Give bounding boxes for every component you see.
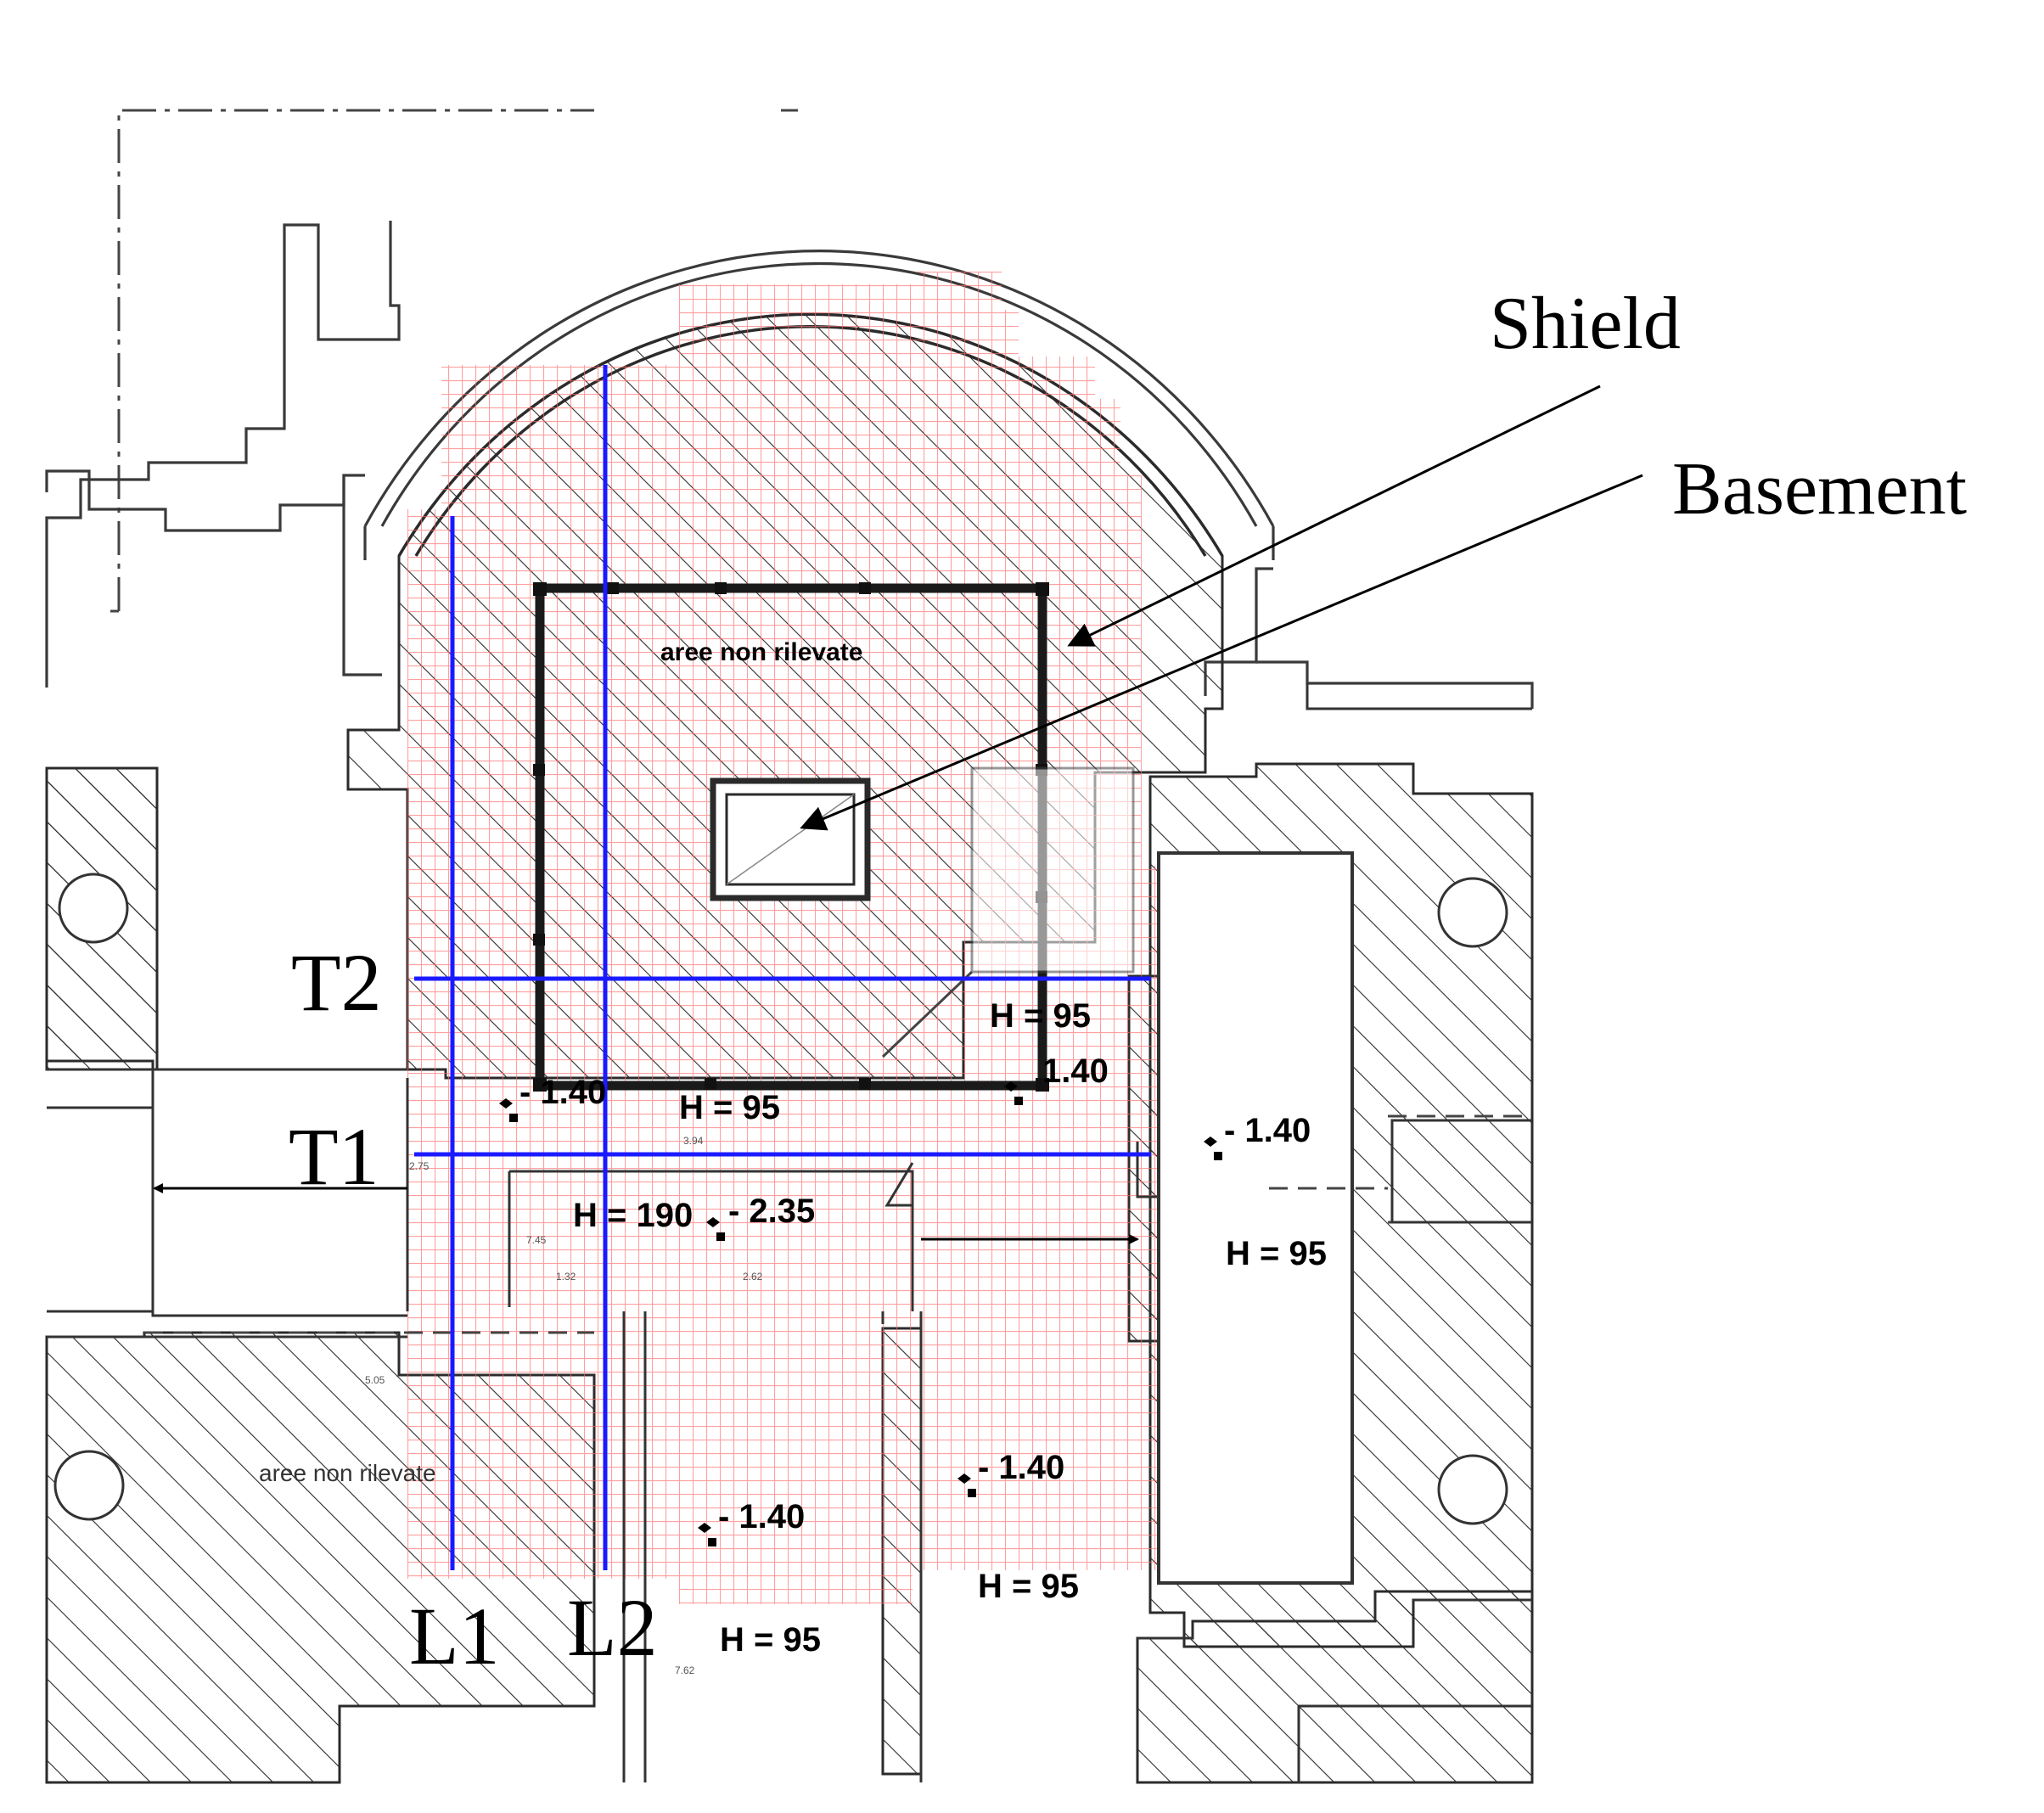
section-label-l2: L2 [567, 1582, 658, 1673]
column-circle [53, 1450, 125, 1521]
dimension-label: 2.62 [743, 1271, 763, 1283]
height-label: H = 190 [573, 1197, 693, 1234]
section-label-t1: T1 [289, 1111, 379, 1202]
right-long-room [1157, 851, 1354, 1585]
height-label: H = 95 [978, 1568, 1079, 1605]
area-label-bottom-left: aree non rilevate [259, 1460, 436, 1486]
section-label-l1: L1 [409, 1591, 500, 1681]
level-label: - 1.40 [519, 1074, 606, 1111]
column-circle [58, 873, 129, 944]
level-marker-icon [706, 1217, 725, 1241]
level-marker-icon [499, 1098, 518, 1122]
light-chamber [881, 766, 1135, 1058]
level-marker-icon [1204, 1137, 1222, 1160]
shield-leader-line [1067, 384, 1601, 647]
level-label: - 1.40 [1224, 1112, 1311, 1149]
section-lines [414, 365, 1151, 1570]
level-marker-icon [957, 1473, 976, 1497]
dimension-label: 2.75 [409, 1160, 430, 1172]
callout-leaders [800, 384, 1643, 831]
site-boundary [110, 109, 798, 613]
level-marker-icon [1004, 1081, 1023, 1105]
level-marker-icon [698, 1523, 716, 1546]
area-label-top: aree non rilevate [660, 638, 862, 666]
column-circle [1437, 877, 1508, 948]
height-label: H = 95 [679, 1089, 780, 1126]
height-label: H = 95 [720, 1621, 821, 1659]
height-label: H = 95 [1226, 1235, 1327, 1272]
dimension-label: 7.45 [526, 1234, 547, 1246]
dimension-label: 5.05 [365, 1374, 385, 1386]
dimension-label: 3.94 [683, 1135, 704, 1147]
level-label: - 1.40 [718, 1498, 805, 1535]
upper-left-wing-outline [45, 221, 401, 688]
columns [53, 873, 1508, 1525]
shield-label: Shield [1490, 283, 1681, 365]
corridor-outlines [47, 1068, 1159, 1782]
level-label: - 1.40 [978, 1449, 1064, 1486]
height-label: H = 95 [990, 997, 1091, 1035]
basement-outline [710, 777, 871, 901]
flow-arrows [153, 1183, 1139, 1244]
level-label: - 2.35 [728, 1193, 815, 1230]
basement-label: Basement [1672, 448, 1967, 530]
right-building-outline [1137, 683, 1532, 1782]
level-label: 1.40 [1042, 1052, 1109, 1090]
section-label-t2: T2 [291, 937, 382, 1028]
level-marker-icons [499, 1081, 1222, 1546]
dimension-label: 1.32 [556, 1271, 576, 1283]
dimension-label: 7.62 [675, 1664, 695, 1676]
survey-grid [407, 272, 1159, 1604]
column-circle [1437, 1454, 1508, 1525]
basement-leader-line [800, 474, 1643, 831]
